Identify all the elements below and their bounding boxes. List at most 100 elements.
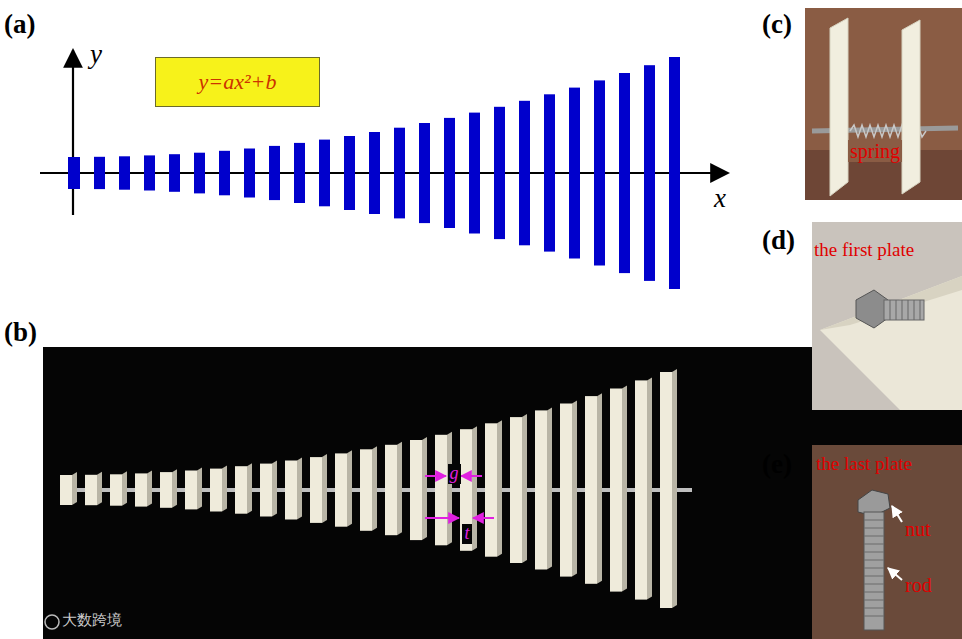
plate-side xyxy=(297,458,302,520)
formula: y=ax²+b xyxy=(199,69,277,95)
panel-label: (d) xyxy=(762,226,795,256)
plate-side xyxy=(522,414,527,563)
plate-side xyxy=(72,472,77,505)
dimension-arrow xyxy=(425,517,459,519)
photo-ground xyxy=(812,445,962,639)
plate-side xyxy=(472,426,477,551)
plate xyxy=(660,372,672,608)
plate-side xyxy=(197,468,202,510)
part-label: the first plate xyxy=(814,240,914,261)
plate xyxy=(210,469,222,512)
plate xyxy=(435,435,447,546)
watermark: 大数跨境 xyxy=(62,612,122,629)
plate-side xyxy=(347,450,352,526)
plate-bar xyxy=(269,146,280,200)
plate xyxy=(560,404,572,577)
plate xyxy=(260,464,272,517)
leader-arrow xyxy=(892,506,902,522)
plate xyxy=(510,417,522,563)
plate-side xyxy=(497,420,502,556)
dimension-label: g xyxy=(448,464,461,484)
plate-bar xyxy=(444,118,455,228)
panel-label: (e) xyxy=(762,450,792,480)
part-label: spring xyxy=(848,140,902,162)
plate xyxy=(110,474,122,505)
plate xyxy=(385,445,397,535)
plate-side xyxy=(247,463,252,514)
plate-side xyxy=(97,472,102,505)
plate xyxy=(820,276,962,330)
plate xyxy=(235,466,247,514)
plate-side xyxy=(672,369,677,608)
plate-bar xyxy=(469,113,480,234)
plate-side xyxy=(572,400,577,576)
formula-box: y=ax²+b xyxy=(155,57,320,107)
plate-side xyxy=(372,446,377,531)
plate-bar xyxy=(569,88,580,259)
plate xyxy=(830,18,848,196)
rod-thread xyxy=(864,520,884,616)
plate xyxy=(160,472,172,508)
plate xyxy=(820,276,962,410)
plate-bar xyxy=(394,128,405,219)
plate-bar xyxy=(68,157,80,189)
plate-side xyxy=(547,407,552,569)
leader-arrow xyxy=(888,568,902,580)
plate-bar xyxy=(144,155,155,190)
photo-ground xyxy=(805,8,962,200)
plate-side xyxy=(422,437,427,540)
dimension-arrow xyxy=(461,475,482,477)
plate-bar xyxy=(594,80,605,265)
plate-side xyxy=(647,377,652,599)
plate-bar xyxy=(619,73,630,273)
plate-side xyxy=(597,393,602,584)
plate-side xyxy=(122,471,127,505)
plate xyxy=(610,389,622,592)
photo-ground xyxy=(812,222,962,410)
watermark-logo xyxy=(45,615,59,629)
panel-label: (c) xyxy=(762,10,792,40)
axis-label: x xyxy=(714,184,726,214)
bolt-thread xyxy=(890,300,920,320)
plate-side xyxy=(447,432,452,545)
plate-bar xyxy=(294,143,305,203)
plate xyxy=(585,396,597,584)
nut xyxy=(856,290,888,328)
plate xyxy=(635,380,647,599)
plate xyxy=(902,20,920,194)
plate xyxy=(535,410,547,569)
plate-bar xyxy=(319,140,330,207)
part-label: rod xyxy=(905,574,932,596)
plate-bar xyxy=(494,107,505,239)
plate xyxy=(485,423,497,556)
plate-bar xyxy=(669,57,680,289)
y-axis xyxy=(72,50,74,215)
plate xyxy=(410,440,422,540)
plate-side xyxy=(322,454,327,523)
plate-side xyxy=(222,466,227,512)
plate xyxy=(85,475,97,505)
plate-side xyxy=(397,442,402,535)
part-label: the last plate xyxy=(816,454,912,475)
plate-bar xyxy=(169,154,180,192)
plate-bar xyxy=(194,153,205,194)
bolt xyxy=(884,300,924,320)
plate xyxy=(335,453,347,526)
plate-side xyxy=(147,470,152,506)
plate xyxy=(135,473,147,506)
part-label: nut xyxy=(905,518,931,540)
plate-bar xyxy=(219,151,230,196)
plate-side xyxy=(172,469,177,508)
plate-bar xyxy=(544,94,555,251)
plate-side xyxy=(272,461,277,517)
plate xyxy=(285,461,297,520)
plate-side xyxy=(622,385,627,591)
plate-bar xyxy=(344,136,355,210)
plate-bar xyxy=(644,65,655,281)
plate-bar xyxy=(519,101,530,246)
axis-label: y xyxy=(90,40,102,70)
dimension-arrow xyxy=(425,475,446,477)
plate xyxy=(185,471,197,510)
panel-label: (b) xyxy=(4,318,37,348)
